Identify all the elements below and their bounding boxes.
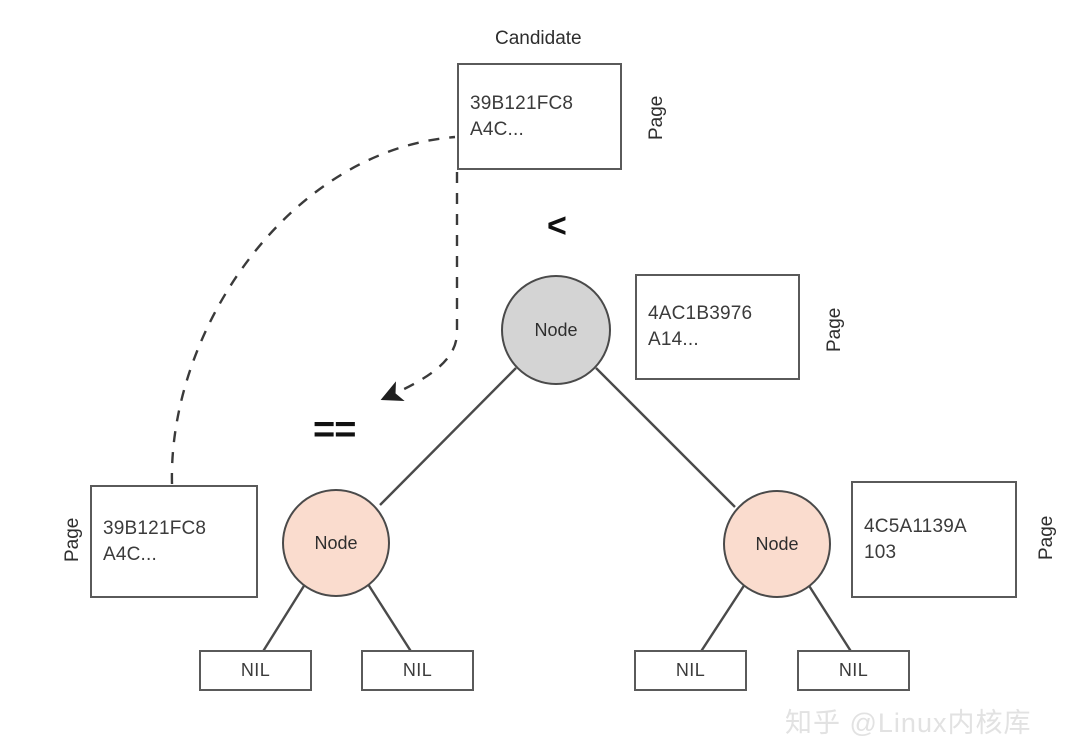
- left-child-comparison-symbol: ==: [313, 409, 356, 451]
- nil-leaf-box: NIL: [361, 650, 474, 691]
- nil-leaf-box: NIL: [797, 650, 910, 691]
- candidate-page-side-label: Page: [646, 95, 667, 140]
- root-node-label: Node: [534, 319, 578, 340]
- right-child-node-label: Node: [755, 533, 799, 554]
- dashed-arrow-to-left-child: [380, 172, 459, 402]
- root-page-box: 4AC1B3976 A14...: [635, 274, 800, 380]
- left-child-page-line2: A4C...: [103, 543, 157, 565]
- nil-leaf-label: NIL: [838, 660, 869, 680]
- edge-root-to-right-child: [595, 367, 736, 508]
- left-child-node-label: Node: [314, 532, 358, 553]
- candidate-caption: Candidate: [495, 28, 582, 49]
- left-child-page-side-label: Page: [62, 517, 83, 562]
- nil-leaf-label: NIL: [675, 660, 706, 680]
- root-node-circle: Node: [501, 275, 611, 385]
- nil-leaf-box: NIL: [199, 650, 312, 691]
- nil-leaf-label: NIL: [402, 660, 433, 680]
- root-page-line2: A14...: [648, 329, 699, 350]
- root-page-side-label: Page: [824, 307, 845, 352]
- dashed-arc-to-candidate: [170, 135, 456, 485]
- candidate-page-line1: 39B121FC8: [470, 92, 574, 114]
- nil-leaf-label: NIL: [240, 660, 271, 680]
- right-child-page-box: 4C5A1139A 103: [851, 481, 1017, 598]
- root-comparison-symbol: <: [547, 207, 567, 245]
- left-child-page-line1: 39B121FC8: [103, 517, 207, 539]
- watermark-text: 知乎 @Linux内核库: [785, 708, 1032, 738]
- edge-right-child-to-nil-4: [804, 580, 854, 654]
- left-child-page-box: 39B121FC8 A4C...: [90, 485, 258, 598]
- right-child-page-line1: 4C5A1139A: [864, 515, 967, 537]
- left-child-node-circle: Node: [282, 489, 390, 597]
- root-page-line1: 4AC1B3976: [648, 303, 753, 325]
- edge-left-child-to-nil-2: [364, 580, 414, 654]
- edge-left-child-to-nil-1: [260, 580, 309, 654]
- candidate-page-line2: A4C...: [470, 118, 524, 140]
- right-child-page-line2: 103: [864, 541, 897, 563]
- candidate-page-box: 39B121FC8 A4C...: [457, 63, 622, 170]
- edge-root-to-left-child: [379, 367, 517, 506]
- right-child-page-side-label: Page: [1036, 515, 1057, 560]
- right-child-node-circle: Node: [723, 490, 831, 598]
- nil-leaf-box: NIL: [634, 650, 747, 691]
- edge-right-child-to-nil-3: [698, 580, 749, 654]
